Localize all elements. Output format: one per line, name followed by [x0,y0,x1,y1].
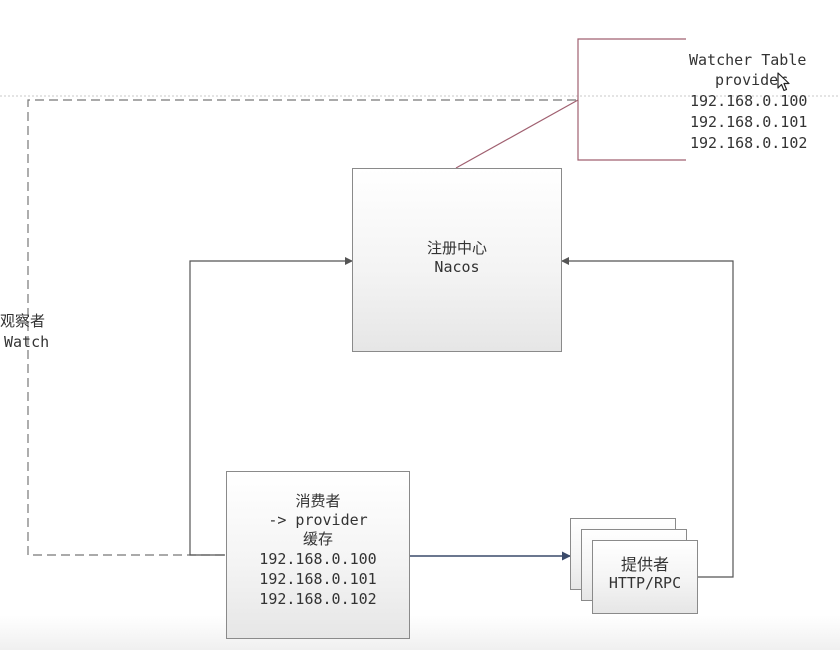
consumer-title: 消费者 [295,492,341,510]
mouse-pointer-icon [777,72,790,92]
provider-title: 提供者 [620,555,669,574]
watcher-table-ip-3: 192.168.0.102 [690,134,808,152]
registry-subtitle: Nacos [434,258,480,276]
consumer-node[interactable]: 消费者 -> provider 缓存 192.168.0.100 192.168… [226,471,410,639]
provider-node[interactable]: 提供者 HTTP/RPC [592,540,698,614]
consumer-ip-3: 192.168.0.102 [259,590,377,608]
provider-to-registry-arrow [561,257,734,578]
bottom-fade [0,615,840,650]
consumer-to-registry-arrow [189,257,353,556]
watcher-table-link [455,99,579,169]
provider-subtitle: HTTP/RPC [608,574,682,592]
consumer-line2: -> provider [268,511,368,529]
watcher-table-ip-1: 192.168.0.100 [690,92,808,110]
watcher-label-en: Watch [4,333,50,351]
registry-node[interactable]: 注册中心 Nacos [352,168,562,352]
watcher-label-cn: 观察者 [0,312,46,330]
watcher-table-subtitle: provider [715,71,788,89]
watcher-table-ip-2: 192.168.0.101 [690,113,808,131]
watch-dashed-line [27,99,578,556]
consumer-ip-2: 192.168.0.101 [259,570,377,588]
registry-title: 注册中心 [426,239,487,257]
consumer-line3: 缓存 [302,530,333,548]
watcher-table-title: Watcher Table [689,51,807,69]
consumer-ip-1: 192.168.0.100 [259,550,377,568]
watcher-table-bracket [577,38,686,161]
